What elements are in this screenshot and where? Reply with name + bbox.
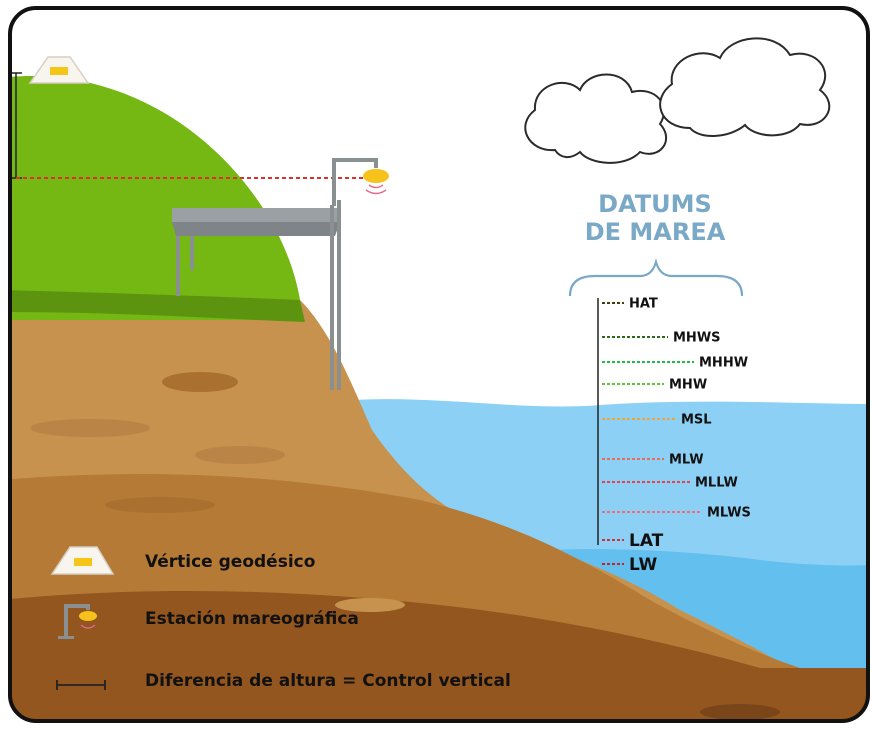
datum-label-hat: HAT (629, 297, 658, 312)
soil-patch (30, 419, 150, 437)
legend-control-symbol (56, 680, 106, 690)
datum-label-mhhw: MHHW (699, 356, 748, 371)
datum-label-mlw: MLW (669, 453, 704, 468)
datum-label-mhw: MHW (669, 378, 707, 393)
clouds (524, 37, 831, 164)
pier (172, 200, 341, 390)
earth-bottom-layer (10, 590, 868, 721)
soil-patch (105, 497, 215, 513)
grass-edge (10, 290, 305, 322)
tidal-datum-levels: HAT MHWS MHHW MHW MSL MLW MLLW MLWS LAT LW (602, 297, 751, 575)
datums-title-line1: DATUMS (598, 190, 712, 218)
legend-vertex-symbol (50, 546, 115, 575)
datum-label-mhws: MHWS (673, 331, 721, 346)
datum-label-mlws: MLWS (707, 506, 751, 521)
legend-control-label: Diferencia de altura = Control vertical (145, 671, 511, 691)
grass-hill (10, 76, 300, 320)
soil-patch (195, 446, 285, 464)
soil-patch (335, 598, 405, 612)
datum-label-lw: LW (629, 555, 658, 575)
diagram-frame (8, 6, 870, 723)
geodetic-vertex-marker (28, 56, 90, 84)
datum-label-mllw: MLLW (695, 476, 738, 491)
legend-station-symbol (58, 604, 97, 639)
legend: Vértice geodésico Estación mareográfica … (50, 546, 511, 691)
legend-station-label: Estación mareográfica (145, 609, 359, 629)
datum-label-lat: LAT (629, 531, 664, 551)
datums-title-line2: DE MAREA (585, 218, 726, 246)
legend-vertex-label: Vértice geodésico (145, 552, 315, 572)
title-brace (568, 258, 744, 297)
soil-patch (700, 704, 780, 720)
datum-label-msl: MSL (681, 413, 712, 428)
soil-patch (162, 372, 238, 392)
tide-gauge-station (332, 158, 389, 206)
